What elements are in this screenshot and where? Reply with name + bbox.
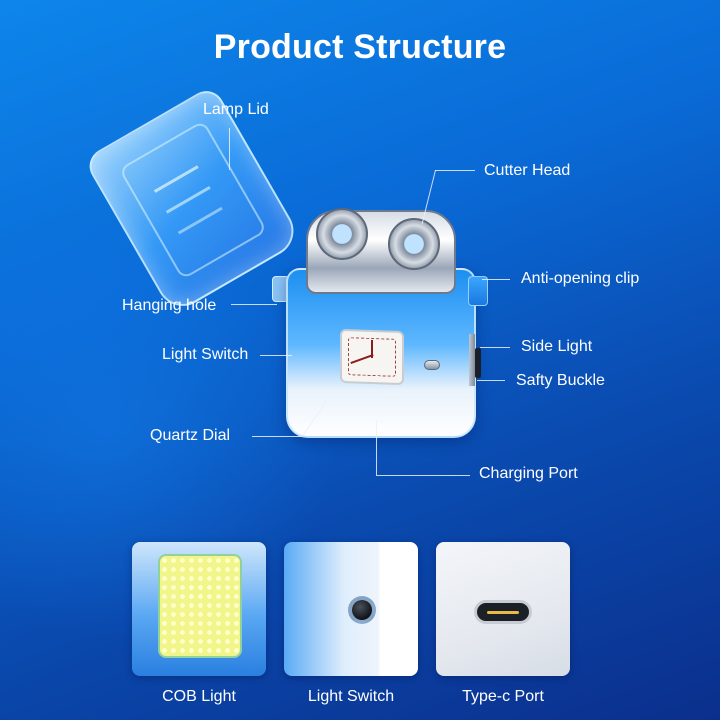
cutter-head-left-icon: [316, 208, 368, 260]
thumbnail-caption-cob-light: COB Light: [162, 688, 236, 705]
callout-line-charging-port-vertical: [376, 420, 377, 475]
callout-line-quartz-dial: [252, 436, 302, 437]
thumbnail-type-c-port: [436, 542, 570, 676]
thumbnail-caption-light-switch: Light Switch: [307, 688, 395, 705]
thumbnail-light-switch: [284, 542, 418, 676]
side-light-image: [469, 334, 475, 386]
callout-quartz-dial: Quartz Dial: [150, 427, 231, 444]
thumbnail-cob-light: [132, 542, 266, 676]
callout-line-safty-buckle: [477, 380, 505, 381]
callout-charging-port: Charging Port: [479, 465, 578, 482]
anti-opening-clip-image: [468, 276, 488, 306]
callout-line-light-switch: [260, 355, 292, 356]
callout-hanging-hole: Hanging hole: [122, 297, 217, 314]
light-switch-knob-icon: [424, 360, 440, 370]
usb-c-port-icon: [474, 600, 532, 624]
callout-line-anti-opening-clip: [482, 279, 510, 280]
shaver-body-image: [286, 268, 476, 438]
round-push-button-icon: [348, 596, 376, 624]
callout-line-side-light: [480, 347, 510, 348]
safty-buckle-image: [475, 348, 481, 378]
page-title: Product Structure: [213, 28, 507, 66]
callout-anti-opening-clip: Anti-opening clip: [521, 270, 640, 287]
cutter-head-right-icon: [388, 218, 440, 270]
callout-line-lamp-lid: [229, 128, 230, 170]
clock-hour-hand: [371, 340, 373, 358]
lamp-lid-image: [83, 84, 303, 316]
callout-line-charging-port: [376, 475, 470, 476]
callout-line-hanging-hole: [231, 304, 277, 305]
callout-safty-buckle: Safty Buckle: [516, 372, 605, 389]
callout-light-switch: Light Switch: [162, 346, 249, 363]
callout-cutter-head: Cutter Head: [484, 162, 571, 179]
cob-light-panel-icon: [158, 554, 242, 658]
callout-side-light: Side Light: [521, 338, 593, 355]
callout-line-cutter-head: [435, 170, 475, 171]
thumbnail-caption-type-c-port: Type-c Port: [462, 688, 544, 705]
callout-lamp-lid: Lamp Lid: [203, 101, 269, 118]
